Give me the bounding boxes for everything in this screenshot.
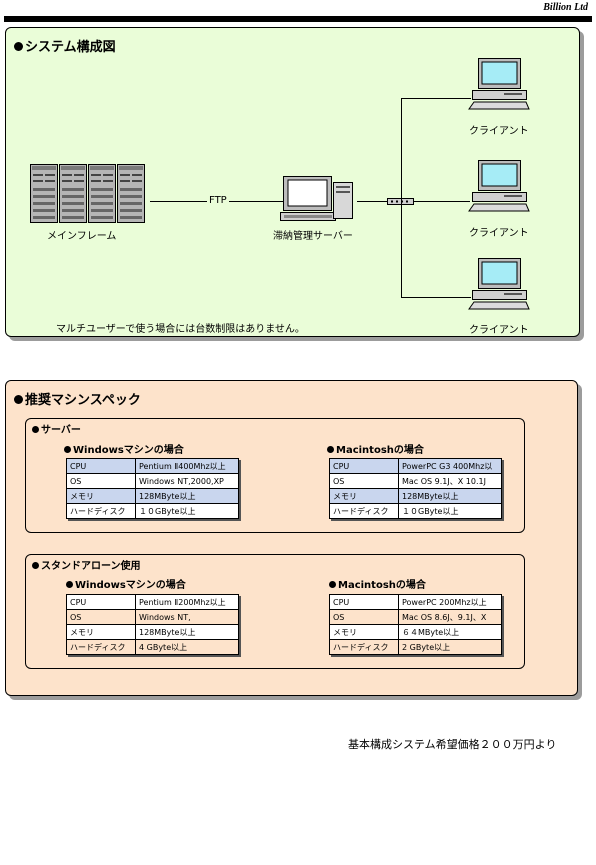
server-spec-title: サーバー <box>41 425 81 436</box>
mainframe-label: メインフレーム <box>47 231 117 242</box>
bullet-icon <box>32 562 39 569</box>
bullet-icon <box>32 426 39 433</box>
standalone-spec-heading: スタンドアローン使用 <box>32 557 141 572</box>
standalone-spec-title: スタンドアローン使用 <box>41 561 141 572</box>
standalone-windows-heading: Windowsマシンの場合 <box>66 576 186 591</box>
server-spec-heading: サーバー <box>32 421 81 436</box>
server-mac-heading: Macintoshの場合 <box>327 441 424 456</box>
company-name: Billion Ltd <box>543 2 588 13</box>
client-label-3: クライアント <box>469 325 529 336</box>
server-hub-line <box>357 201 388 202</box>
client-label-2: クライアント <box>469 228 529 239</box>
bullet-icon <box>64 446 71 453</box>
client-computer-icon <box>468 160 530 212</box>
bullet-icon <box>327 446 334 453</box>
system-diagram-heading: システム構成図 <box>14 36 116 55</box>
bus-client1-line <box>401 98 471 99</box>
server-computer-icon <box>280 176 353 221</box>
spec-heading: 推奨マシンスペック <box>14 389 141 408</box>
client-label-1: クライアント <box>469 126 529 137</box>
mainframe-icon <box>30 164 145 223</box>
multiuser-note: マルチユーザーで使う場合には台数制限はありません。 <box>56 324 305 335</box>
bullet-icon <box>329 581 336 588</box>
bus-client3-line <box>401 297 471 298</box>
ftp-label: FTP <box>207 195 229 206</box>
spec-title: 推奨マシンスペック <box>25 393 141 408</box>
client-bus-line <box>401 98 402 297</box>
price-note: 基本構成システム希望価格２００万円より <box>348 738 557 751</box>
bullet-icon <box>66 581 73 588</box>
client-computer-icon <box>468 258 530 310</box>
bullet-icon <box>14 42 23 51</box>
header-bar <box>4 16 592 22</box>
bullet-icon <box>14 395 23 404</box>
client-computer-icon <box>468 58 530 110</box>
system-diagram-title: システム構成図 <box>25 40 116 55</box>
standalone-mac-heading: Macintoshの場合 <box>329 576 426 591</box>
server-windows-heading: Windowsマシンの場合 <box>64 441 184 456</box>
hub-client2-line <box>414 201 470 202</box>
server-label: 滞納管理サーバー <box>273 231 353 242</box>
network-hub-icon <box>387 198 414 205</box>
